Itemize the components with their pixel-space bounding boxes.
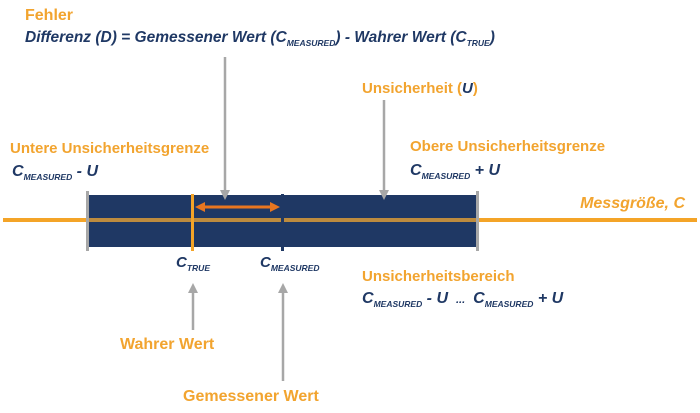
uncertainty-label-u: U	[462, 80, 473, 97]
upper-limit-tick	[476, 191, 479, 251]
lower-limit-title: Untere Unsicherheitsgrenze	[10, 140, 210, 157]
upper-limit-formula: CMEASURED + U	[410, 162, 501, 181]
measured-value-tick	[281, 194, 284, 251]
range-dots: ...	[456, 294, 466, 306]
lower-limit-sub: MEASURED	[23, 172, 73, 182]
true-value-tick	[191, 194, 194, 251]
measured-value-c: C	[260, 254, 271, 271]
measured-value-sub: MEASURED	[270, 263, 320, 273]
error-formula-part2: ) - Wahrer Wert (C	[335, 29, 467, 46]
range-c1: C	[362, 290, 374, 307]
measured-value-callout: Gemessener Wert	[183, 388, 319, 405]
error-formula-sub-true: TRUE	[466, 38, 490, 48]
upper-limit-c: C	[410, 162, 422, 179]
uncertainty-range-formula: CMEASURED - U...CMEASURED + U	[362, 290, 564, 309]
true-value-c: C	[176, 254, 187, 271]
error-formula-part1: Differenz (D) = Gemessener Wert (C	[25, 29, 287, 46]
upper-limit-sub: MEASURED	[421, 171, 471, 181]
range-sub2: MEASURED	[484, 299, 534, 309]
lower-limit-tick	[86, 191, 89, 251]
unsicherheit-arrow	[379, 100, 389, 200]
error-formula-part3: )	[489, 29, 495, 46]
upper-limit-title: Obere Unsicherheitsgrenze	[410, 138, 606, 155]
wahrer-wert-arrow	[188, 283, 198, 330]
uncertainty-label-prefix: Unsicherheit (	[362, 80, 463, 97]
error-title: Fehler	[25, 7, 74, 24]
true-value-tick-label: CTRUE	[176, 254, 210, 273]
range-c2: C	[473, 290, 485, 307]
error-formula: Differenz (D) = Gemessener Wert (CMEASUR…	[25, 29, 495, 48]
uncertainty-range-title: Unsicherheitsbereich	[362, 268, 515, 285]
range-sub1: MEASURED	[373, 299, 423, 309]
uncertainty-label-suffix: )	[472, 80, 478, 97]
range-mid2: + U	[533, 290, 564, 307]
axis-label: Messgröße, C	[580, 195, 685, 212]
gemessener-wert-arrow	[278, 283, 288, 381]
range-mid1: - U	[422, 290, 448, 307]
true-value-sub: TRUE	[186, 263, 210, 273]
measured-value-tick-label: CMEASURED	[260, 254, 320, 273]
upper-limit-rest: + U	[470, 162, 501, 179]
error-formula-sub-measured: MEASURED	[286, 38, 336, 48]
true-value-callout: Wahrer Wert	[120, 336, 215, 353]
lower-limit-formula: CMEASURED - U	[12, 163, 98, 182]
lower-limit-c: C	[12, 163, 24, 180]
lower-limit-rest: - U	[72, 163, 98, 180]
uncertainty-label: Unsicherheit (U)	[362, 80, 478, 97]
differenz-arrow	[220, 57, 230, 200]
